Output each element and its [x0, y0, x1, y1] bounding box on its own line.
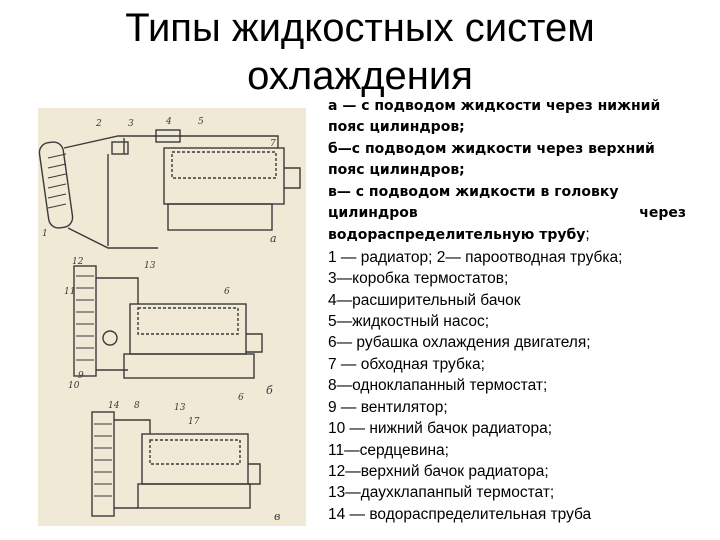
legend-item: 8—одноклапанный термостат; [328, 377, 548, 395]
diagram-variant-a [38, 129, 301, 249]
legend-item: 10 — нижний бачок радиатора; [328, 420, 553, 438]
legend-item: 14 — водораспределительная труба [328, 505, 592, 523]
caption-variant-a-line2: пояс цилиндров; [328, 119, 465, 136]
figure-label: 5 [198, 117, 204, 127]
figure-label: б [266, 384, 273, 397]
figure-label: 2 [95, 119, 102, 129]
caption-variant-c-line3-text: водораспределительную трубу [328, 227, 586, 244]
figure-label: 13 [144, 261, 156, 271]
legend-item: 4—расширительный бачок [328, 291, 521, 309]
cooling-system-diagram: 1 2 3 4 5 7 а 9 12 11 10 б 13 6 14 8 13 … [38, 108, 306, 526]
legend-item: 5—жидкостный насос; [328, 313, 490, 331]
figure-label: 10 [68, 381, 80, 391]
caption-variant-c-line2: цилиндров через [328, 203, 686, 224]
diagram-drawing: 1 2 3 4 5 7 а 9 12 11 10 б 13 6 14 8 13 … [38, 117, 301, 523]
diagram-variant-b [73, 265, 263, 379]
figure-label: 9 [78, 371, 84, 381]
figure-label: 6 [238, 393, 244, 403]
figure-label: 6 [224, 287, 230, 297]
figure-label: 12 [72, 257, 84, 267]
figure-label: в [274, 510, 280, 523]
caption-variant-a-line1: а — с подводом жидкости через нижний [328, 98, 661, 114]
legend-item: 12—верхний бачок радиатора; [328, 462, 549, 480]
legend-item: 13—даухклапанпый термостат; [328, 484, 555, 502]
caption-variant-b-line2: пояс цилиндров; [328, 162, 465, 179]
figure-label: 17 [188, 417, 200, 427]
title-line-1: Типы жидкостных систем [125, 6, 595, 50]
figure-label: 11 [64, 287, 75, 297]
legend-item: 9 — вентилятор; [328, 398, 448, 416]
figure-label: 14 [108, 401, 120, 411]
page-title: Типы жидкостных систем охлаждения [0, 4, 720, 100]
caption-variant-c-line2-right: через [639, 205, 686, 222]
caption-variant-c-line3-suffix: ; [585, 226, 590, 244]
figure-label: 7 [270, 139, 276, 149]
title-line-2: охлаждения [247, 54, 473, 98]
figure-label: а [270, 232, 277, 245]
figure-label: 13 [174, 403, 186, 413]
figure-caption: а — с подводом жидкости через нижний поя… [328, 96, 686, 525]
caption-variant-c-line2-left: цилиндров [328, 205, 418, 222]
figure-label: 4 [165, 117, 172, 127]
figure-label: 3 [128, 119, 134, 129]
diagram-variant-c [91, 411, 261, 517]
legend-item: 3—коробка термостатов; [328, 270, 509, 288]
legend-item: 6— рубашка охлаждения двигателя; [328, 334, 591, 352]
caption-variant-c-line1: в— с подводом жидкости в головку [328, 183, 619, 200]
figure-label: 8 [134, 401, 140, 411]
caption-variant-b-line1: б—с подводом жидкости через верхний [328, 140, 655, 157]
caption-variant-c-line3: водораспределительную трубу; [328, 224, 686, 246]
legend-item: 7 — обходная трубка; [328, 355, 485, 373]
legend-item: 11—сердцевина; [328, 441, 449, 459]
legend-item: 1 — радиатор; 2— пароотводная трубка; [328, 248, 623, 266]
figure-label: 1 [42, 229, 48, 239]
